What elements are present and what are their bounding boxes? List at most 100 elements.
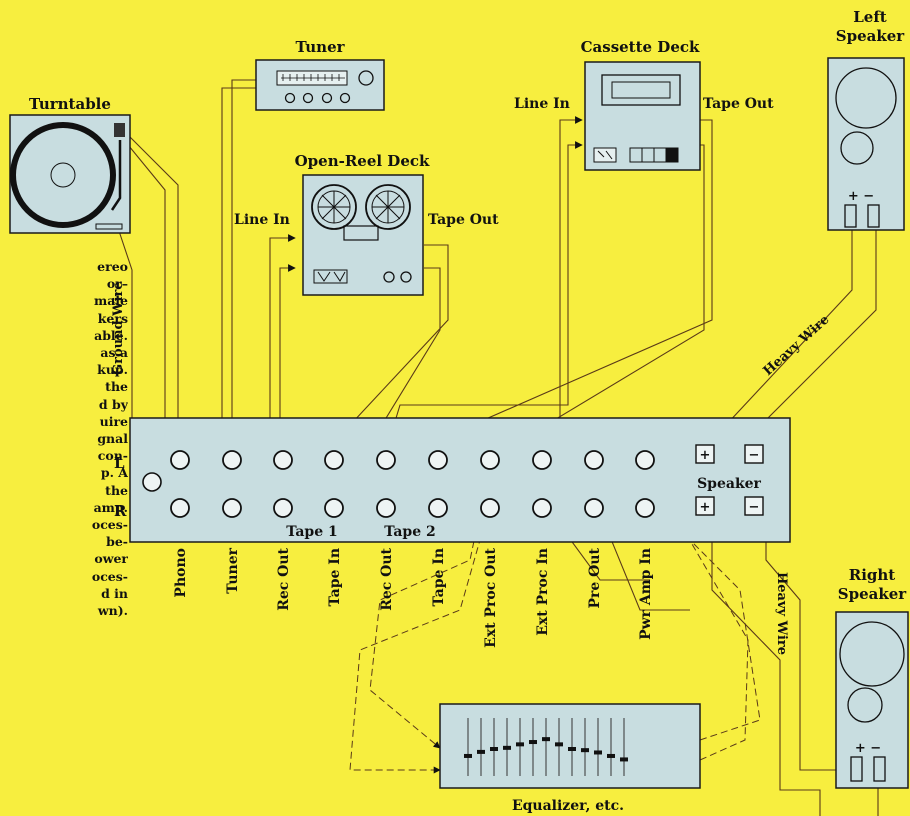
caption-line-8: the <box>105 379 128 395</box>
eq-slider-knob-3 <box>490 747 498 751</box>
caption-line-17: be- <box>106 534 128 550</box>
cassette-line-in-label: Line In <box>514 96 570 112</box>
ground-terminal <box>142 472 162 492</box>
minus-r: − <box>749 500 760 515</box>
jack-l-10 <box>635 450 655 470</box>
eq-slider-knob-7 <box>542 737 550 742</box>
plus-r: + <box>700 500 711 515</box>
eq-slider-knob-1 <box>464 753 472 758</box>
speaker-r-minus <box>744 496 764 516</box>
caption-line-1: ereo <box>97 259 128 274</box>
caption-line-7: kup. <box>97 362 128 378</box>
jack-l-1 <box>170 450 190 470</box>
jack-r-9 <box>584 498 604 518</box>
caption-line-2: or– <box>106 276 128 292</box>
caption-line-9: d by <box>98 396 128 412</box>
jack-l-2 <box>222 450 242 470</box>
jack-label-6: Tape In <box>431 548 447 606</box>
plus-l: + <box>700 448 711 463</box>
reel-tape-out-label: Tape Out <box>428 212 499 228</box>
lsp-line-2: Speaker <box>836 27 906 45</box>
wire-cassette-tapeout-tapein-l <box>437 119 713 441</box>
jack-label-4: Tape In <box>327 548 343 606</box>
eq-slider-knob-13 <box>620 757 628 762</box>
jack-r-4 <box>324 498 344 518</box>
jack-l-6 <box>428 450 448 470</box>
speaker-l-minus <box>744 444 764 464</box>
caption-line-19: oces- <box>91 568 128 584</box>
wire-tuner-l <box>228 79 256 431</box>
eq-slider-knob-12 <box>607 753 615 758</box>
eq-slider-knob-10 <box>581 748 589 753</box>
tape2-label: Tape 2 <box>384 524 435 540</box>
eq-slider-knob-11 <box>594 750 602 755</box>
open-reel-deck <box>302 174 424 296</box>
caption-line-12: con- <box>97 448 128 464</box>
rsp-line-1: Right <box>849 566 896 584</box>
heavy-wire-label-top: Heavy Wire <box>761 312 833 379</box>
tuner <box>255 59 385 111</box>
eq-slider-knob-5 <box>516 742 524 747</box>
cassette-deck <box>584 61 701 171</box>
rsp-line-2: Speaker <box>838 585 908 603</box>
ground-wire-label: Ground Wire <box>111 281 126 375</box>
eq-slider-knob-4 <box>503 745 511 750</box>
dashed-extproc-loop-2 <box>349 504 491 774</box>
caption-line-11: gnal <box>97 431 128 447</box>
turntable <box>9 114 131 234</box>
caption-line-21: wn). <box>97 603 128 619</box>
open-reel-label: Open-Reel Deck <box>295 152 430 170</box>
caption-line-4: kers <box>97 310 128 326</box>
eq-slider-knob-9 <box>568 747 576 751</box>
speaker-panel-label: Speaker <box>697 476 761 492</box>
caption-line-10: uire <box>99 413 128 429</box>
wire-reel-tapeout-tapein-r <box>344 267 441 486</box>
jack-label-7: Ext Proc Out <box>483 547 499 647</box>
jack-r-3 <box>273 498 293 518</box>
left-speaker <box>827 57 905 231</box>
caption-line-20: d in <box>101 585 128 601</box>
jack-l-9 <box>584 450 604 470</box>
jack-r-1 <box>170 498 190 518</box>
jack-grid <box>170 450 655 518</box>
jack-r-5 <box>376 498 396 518</box>
cassette-tape-out-label: Tape Out <box>703 96 774 112</box>
reel-line-in-label: Line In <box>234 212 290 228</box>
minus-l: − <box>749 448 760 463</box>
right-speaker <box>835 611 909 789</box>
receiver-back-panel <box>129 417 791 543</box>
tape1-label: Tape 1 <box>286 524 337 540</box>
heavy-wire-right-speaker <box>711 512 821 816</box>
wire-reel-tapeout-tapein-l <box>337 244 449 439</box>
dashed-eq-out <box>649 499 761 741</box>
wire-cassette-tapeout-tapein-r <box>437 144 705 491</box>
jack-l-5 <box>376 450 396 470</box>
eq-slider-knob-2 <box>477 749 485 754</box>
jack-l-8 <box>532 450 552 470</box>
lsp-line-1: Left <box>853 8 887 26</box>
jack-label-9: Pre Out <box>587 547 603 608</box>
wire-turntable-phono-l <box>127 134 182 431</box>
speaker-r-plus <box>695 496 715 516</box>
jack-r-8 <box>532 498 552 518</box>
caption-line-16: oces- <box>91 517 128 533</box>
speaker-l-plus <box>695 444 715 464</box>
jack-label-8: Ext Proc In <box>535 548 551 636</box>
equalizer-label: Equalizer, etc. <box>512 798 624 814</box>
jack-label-2: Tuner <box>225 547 241 593</box>
dashed-eq-out-2 <box>639 454 749 761</box>
jack-label-3: Rec Out <box>276 547 292 610</box>
jack-l-7 <box>480 450 500 470</box>
caption-line-15: amp. <box>93 499 128 515</box>
eq-slider-knob-8 <box>555 742 563 747</box>
row-label-l: L <box>114 454 125 472</box>
left-speaker-terminals: + − <box>848 189 874 204</box>
jack-r-2 <box>222 498 242 518</box>
jack-r-10 <box>635 498 655 518</box>
jack-l-4 <box>324 450 344 470</box>
heavy-wire-label-right: Heavy Wire <box>774 572 789 655</box>
caption-line-13: p. A <box>100 465 128 481</box>
